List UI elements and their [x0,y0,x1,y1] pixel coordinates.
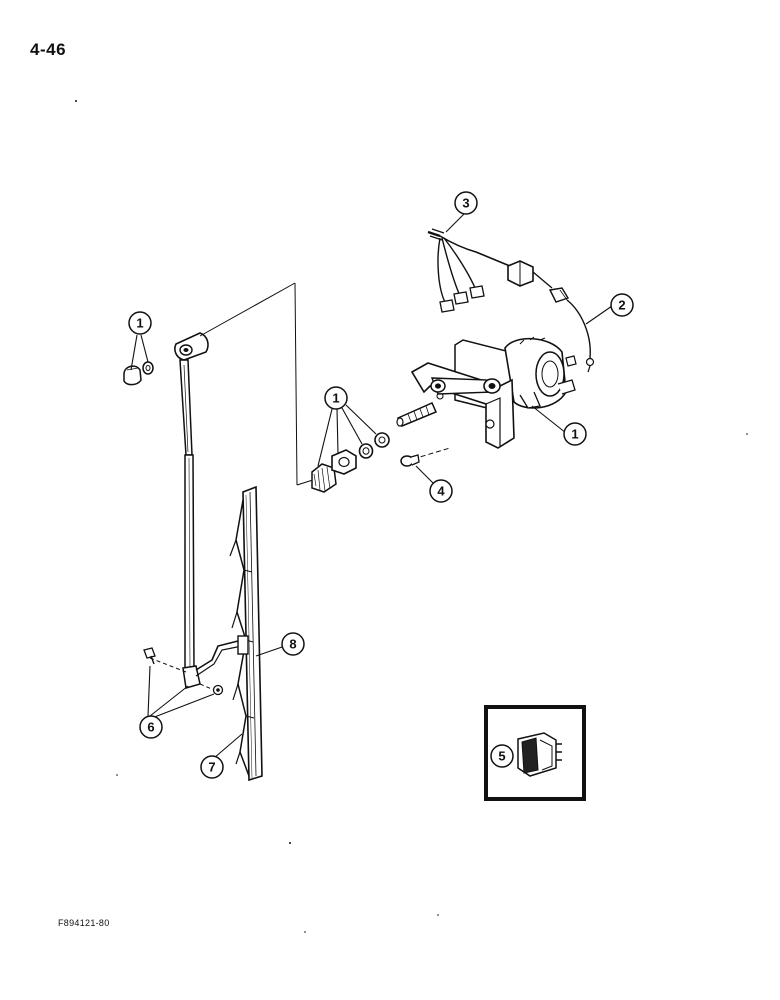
callout-8: 8 [281,632,305,656]
callout-1-shaft: 1 [324,386,348,410]
blade-bolt [143,647,156,665]
ground-wire-part [566,299,595,373]
speck [289,842,291,844]
callout-2: 2 [610,293,634,317]
callout-7: 7 [200,755,224,779]
callout-4: 4 [429,479,453,503]
callout-6: 6 [139,715,163,739]
assembly-line [412,447,451,460]
wiper-arm [174,332,243,689]
svg-text:4: 4 [437,484,445,499]
svg-text:7: 7 [208,760,215,775]
svg-text:6: 6 [147,720,154,735]
svg-text:8: 8 [289,637,296,652]
speck [75,100,77,102]
assembly-line [149,657,187,673]
blade-nut [212,684,224,696]
callout-5: 5 [490,744,514,768]
svg-text:3: 3 [462,196,469,211]
wiper-blade [229,485,263,782]
svg-text:1: 1 [136,316,143,331]
speck [746,433,748,435]
callout-3: 3 [454,191,478,215]
speck [116,774,118,776]
acorn-nut [123,365,142,386]
lock-washer [142,361,154,375]
mounting-bolt-part [400,454,420,467]
svg-text:1: 1 [571,427,578,442]
speck [304,931,306,933]
assembly-line [294,282,298,486]
assembly-line [199,282,296,337]
wiper-motor-assembly [396,336,577,449]
assembly-line [199,683,215,691]
figure-code: F894121-80 [58,918,110,928]
speck [437,914,439,916]
wiring-harness-part [427,228,570,313]
callout-1-top: 1 [128,311,152,335]
callout-1-motor: 1 [563,422,587,446]
svg-text:5: 5 [498,749,505,764]
page-number: 4-46 [30,40,67,59]
svg-text:1: 1 [332,391,339,406]
svg-text:2: 2 [618,298,625,313]
shaft-hardware-stack [311,432,390,493]
